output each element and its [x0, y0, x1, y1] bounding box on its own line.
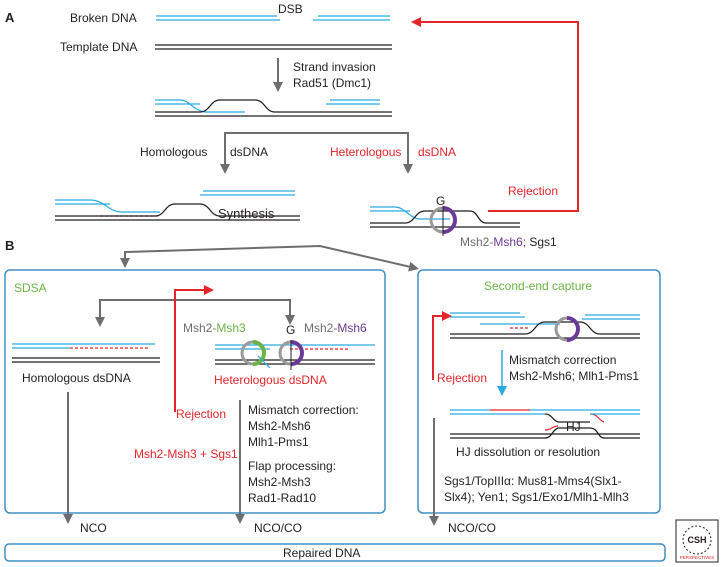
hj-dissolution-label: HJ dissolution or resolution [456, 445, 600, 459]
panel-b-branch-arrows [120, 244, 419, 272]
g-mismatch-label-a: G [436, 194, 445, 208]
homologous-dsdna-strands [12, 343, 160, 363]
synthesis-label: Synthesis [218, 206, 275, 221]
synthesis-structure [55, 190, 300, 221]
mismatch-correction-label-2: Mismatch correction [509, 353, 616, 367]
msh6-label-a: Msh6; [493, 235, 526, 249]
nco-label: NCO [80, 521, 107, 535]
g-mismatch-label-b: G [286, 323, 295, 337]
msh3-sgs1-label: Msh2-Msh3 + Sgs1 [134, 447, 238, 461]
nco-co-label-2: NCO/CO [448, 521, 496, 535]
heteroduplex-structure [370, 206, 520, 236]
sdsa-branch-arrows [95, 299, 295, 327]
msh2-label-b1: Msh2- [183, 321, 216, 335]
sdsa-label: SDSA [14, 281, 47, 295]
msh3-label: Msh3 [216, 321, 246, 335]
heterologous-dsdna-strands [215, 340, 375, 370]
second-end-structure [450, 312, 640, 342]
rejection-label-a: Rejection [508, 184, 558, 198]
rejection-label-b: Rejection [176, 407, 226, 421]
resolvases-line-2: Slx4); Yen1; Sgs1/Exo1/Mlh1-Mlh3 [444, 490, 629, 504]
second-end-label: Second-end capture [484, 279, 592, 293]
msh2-msh3-label: Msh2-Msh3 [183, 321, 246, 335]
broken-dna-strands [156, 15, 390, 21]
logo-text-line2: PERSPECTIVES [680, 555, 715, 560]
heterologous-proteins-label: Msh2-Msh6; Sgs1 [460, 235, 557, 249]
repaired-dna-label: Repaired DNA [283, 546, 360, 560]
repaired-dna-bar [4, 543, 666, 562]
msh2-msh3-flap-label: Msh2-Msh3 [248, 475, 311, 489]
sdsa-red-arrow [174, 285, 214, 412]
template-dna-label: Template DNA [60, 40, 137, 54]
dsb-label: DSB [278, 2, 303, 16]
csh-perspectives-logo: CSH PERSPECTIVES [675, 519, 719, 563]
panel-a-letter: A [5, 10, 15, 25]
rejection-label-c: Rejection [437, 371, 487, 385]
broken-dna-label: Broken DNA [70, 11, 137, 25]
dsdna-label-1: dsDNA [230, 145, 268, 159]
rejection-arrow-a [411, 17, 579, 212]
sdsa-box [4, 269, 386, 514]
panel-b-letter: B [5, 238, 14, 253]
second-end-box [417, 269, 661, 514]
homologous-label: Homologous [140, 145, 207, 159]
flap-processing-label: Flap processing: [248, 459, 336, 473]
resolvases-line-1: Sgs1/TopIIIα: Mus81-Mms4(Slx1- [444, 474, 622, 488]
msh2-label-b2: Msh2- [304, 321, 337, 335]
branch-arrows [220, 132, 413, 174]
strand-invasion-label: Strand invasion [293, 60, 376, 74]
sgs1-label-a: Sgs1 [526, 235, 557, 249]
holliday-junction-structure [450, 409, 640, 439]
mismatch-correction-label: Mismatch correction: [248, 403, 359, 417]
rad1-rad10-label: Rad1-Rad10 [248, 491, 316, 505]
msh2-label-a: Msh2- [460, 235, 493, 249]
msh6-mlh1-label: Msh2-Msh6; Mlh1-Pms1 [509, 369, 639, 383]
heterologous-label: Heterologous [330, 145, 401, 159]
rad51-label: Rad51 (Dmc1) [293, 76, 371, 90]
logo-text-line1: CSH [687, 535, 706, 545]
msh6-label-b: Msh6 [337, 321, 367, 335]
rejection-label-bg [502, 180, 572, 200]
homologous-dsdna-label: Homologous dsDNA [22, 371, 131, 385]
hj-label: HJ [566, 420, 581, 434]
d-loop-intermediate [155, 99, 392, 117]
rejection-arrow-b [432, 311, 452, 380]
mlh1-pms1-label: Mlh1-Pms1 [248, 435, 309, 449]
template-dna-strands [155, 44, 392, 50]
heterologous-dsdna-label: Heterologous dsDNA [214, 373, 327, 387]
msh2-msh6-label: Msh2-Msh6 [304, 321, 367, 335]
msh2-msh6-mmr-label: Msh2-Msh6 [248, 419, 311, 433]
nco-co-label-1: NCO/CO [254, 521, 302, 535]
dsdna-label-2: dsDNA [418, 145, 456, 159]
